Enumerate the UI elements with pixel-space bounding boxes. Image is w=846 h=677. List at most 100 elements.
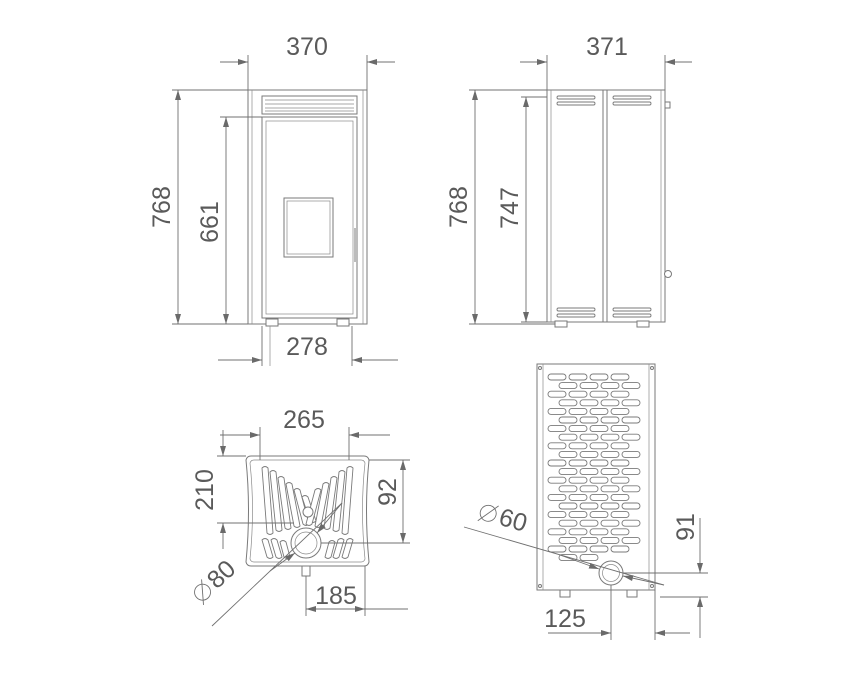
back-ventilation-slots (547, 373, 641, 562)
back-vent-slot (547, 511, 567, 519)
dimension-front-width: 370 (220, 33, 395, 90)
back-vent-slot (558, 433, 578, 441)
dimension-side-height: 768 (445, 89, 555, 325)
back-vent-slot (610, 511, 630, 519)
back-vent-slot (589, 425, 609, 433)
back-vent-slot (600, 450, 620, 458)
back-vent-slot (600, 399, 620, 407)
back-vent-slot (621, 485, 641, 493)
back-vent-slot (589, 511, 609, 519)
back-vent-slot (579, 519, 599, 527)
back-vent-slot (558, 416, 578, 424)
label-front-door-height: 661 (196, 201, 224, 243)
label-side-depth: 371 (586, 33, 628, 61)
back-vent-slot (621, 502, 641, 510)
back-vent-slot (589, 407, 609, 415)
side-top-vents (556, 95, 652, 106)
back-vent-slot (579, 416, 599, 424)
back-vent-slot (568, 493, 588, 501)
top-view (245, 455, 370, 577)
dimension-front-door-height: 661 (196, 116, 262, 324)
back-vent-slot (621, 468, 641, 476)
back-vent-slot (547, 442, 567, 450)
back-vent-slot (610, 545, 630, 553)
back-vent-slot (621, 433, 641, 441)
dimension-top-width: 265 (220, 406, 390, 460)
dimension-front-base-width: 278 (218, 326, 398, 366)
label-back-inlet-diameter: 60 (496, 503, 530, 538)
label-top-outlet-x: 185 (315, 582, 357, 610)
label-front-base-width: 278 (286, 333, 328, 361)
label-front-height: 768 (148, 186, 176, 228)
back-vent-slot (610, 390, 630, 398)
back-vent-slot (568, 425, 588, 433)
back-vent-slot (547, 476, 567, 484)
back-vent-slot (610, 476, 630, 484)
back-vent-slot (589, 390, 609, 398)
back-vent-slot (568, 528, 588, 536)
back-vent-slot (547, 390, 567, 398)
dimension-front-height: 768 (148, 89, 248, 325)
back-vent-slot (579, 399, 599, 407)
back-vent-slot (568, 545, 588, 553)
top-outlet (290, 527, 322, 559)
label-top-depth: 210 (191, 469, 219, 511)
back-vent-slot (547, 459, 567, 467)
back-vent-slot (568, 390, 588, 398)
back-vent-slot (547, 528, 567, 536)
back-vent-slot (558, 485, 578, 493)
dimension-side-panel-height: 747 (496, 96, 547, 323)
back-vent-slot (589, 545, 609, 553)
back-vent-slot (621, 416, 641, 424)
back-vent-slot (600, 519, 620, 527)
back-vent-slot (600, 416, 620, 424)
back-vent-slot (600, 536, 620, 544)
back-vent-slot (600, 382, 620, 390)
back-vent-slot (600, 468, 620, 476)
label-front-width: 370 (286, 33, 328, 61)
label-top-width: 265 (283, 406, 325, 434)
back-vent-slot (579, 382, 599, 390)
back-vent-slot (568, 511, 588, 519)
label-top-outlet-diameter: 80 (202, 555, 241, 594)
back-vent-slot (610, 373, 630, 381)
back-vent-slot (600, 485, 620, 493)
side-bottom-vents (556, 307, 652, 318)
back-vent-slot (610, 528, 630, 536)
back-vent-slot (568, 442, 588, 450)
back-vent-slot (558, 382, 578, 390)
back-vent-slot (589, 459, 609, 467)
side-view (546, 89, 672, 328)
back-vent-slot (610, 425, 630, 433)
back-view (536, 363, 656, 598)
dimension-top-outlet-x: 185 (305, 566, 408, 616)
back-vent-slot (579, 433, 599, 441)
back-vent-slot (610, 459, 630, 467)
back-vent-slot (579, 554, 599, 562)
back-vent-slot (621, 399, 641, 407)
back-vent-slot (621, 382, 641, 390)
back-vent-slot (610, 442, 630, 450)
label-back-inlet-x: 125 (544, 605, 586, 633)
back-vent-slot (589, 442, 609, 450)
back-vent-slot (579, 485, 599, 493)
back-vent-slot (547, 373, 567, 381)
front-view (247, 89, 368, 366)
back-vent-slot (589, 476, 609, 484)
dimension-top-depth: 210 (191, 430, 294, 549)
label-top-outlet-offset: 92 (374, 478, 402, 506)
back-vent-slot (547, 545, 567, 553)
back-vent-slot (558, 399, 578, 407)
back-vent-slot (558, 519, 578, 527)
back-vent-slot (589, 528, 609, 536)
back-vent-slot (558, 502, 578, 510)
back-vent-slot (621, 519, 641, 527)
back-vent-slot (579, 468, 599, 476)
label-back-inlet-height: 91 (672, 513, 700, 541)
label-side-height: 768 (445, 186, 473, 228)
back-vent-slot (568, 407, 588, 415)
back-vent-slot (558, 468, 578, 476)
back-vent-slot (621, 450, 641, 458)
back-vent-slot (568, 373, 588, 381)
